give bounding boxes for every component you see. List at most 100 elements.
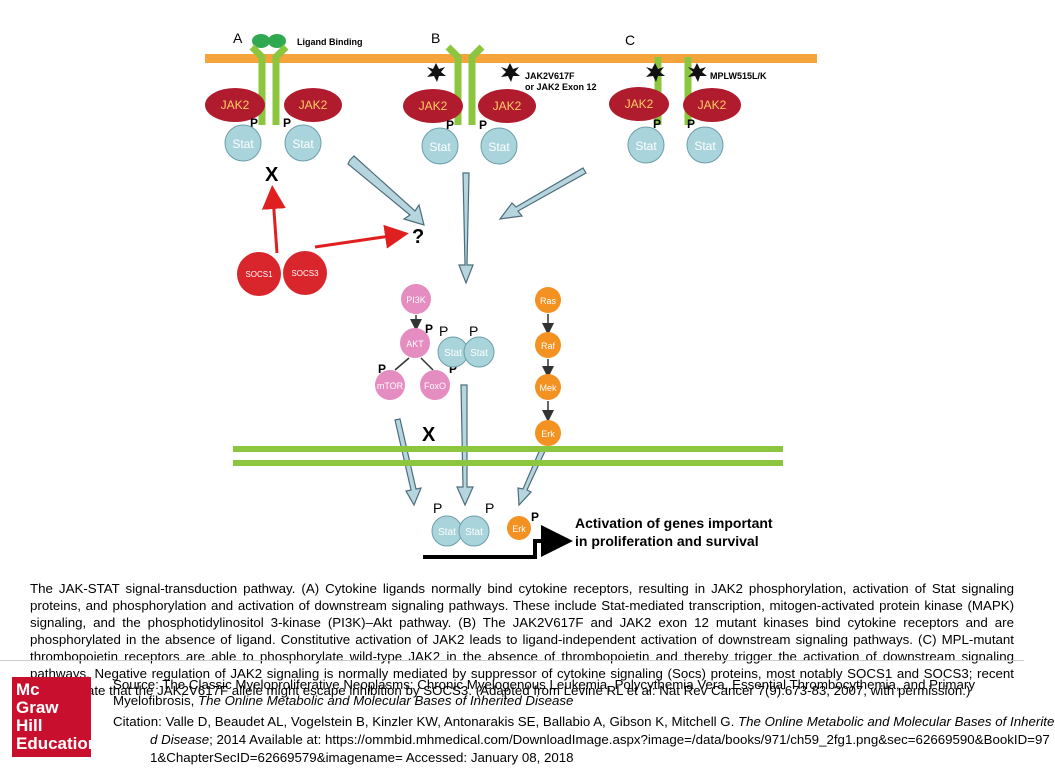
source-book-title: The Online Metabolic and Molecular Bases…	[197, 693, 574, 708]
jak2-label: JAK2	[493, 99, 522, 113]
stat-label: Stat	[444, 348, 462, 359]
inhibition-x: X	[422, 424, 436, 446]
jak2-label: JAK2	[698, 98, 727, 112]
stat-label: Stat	[470, 348, 488, 359]
arrow-icon	[347, 155, 425, 226]
mutation-star-icon	[646, 63, 665, 82]
panel-label-a: A	[233, 30, 243, 46]
receptor-a: Ligand Binding JAK2 JAK2 P P Stat Stat X	[205, 34, 363, 186]
mutation-star-icon	[427, 63, 446, 82]
jak2-label: JAK2	[625, 97, 654, 111]
stat-dimer-cytoplasm: P P Stat Stat	[437, 323, 495, 368]
pi3k-pathway: PI3K P AKT P mTOR P FoxO X	[375, 284, 457, 446]
stat-label: Stat	[429, 140, 451, 154]
diagram-canvas: A B C Ligand Binding JAK2 JAK2 P P Stat …	[205, 30, 817, 559]
arrow-icon	[456, 384, 474, 507]
akt-node	[400, 328, 430, 358]
raf-node	[535, 332, 561, 358]
publisher-logo: Mc Graw Hill Education	[12, 677, 99, 757]
stat-label: Stat	[232, 137, 254, 151]
phospho-label: P	[653, 117, 661, 131]
nucleus-contents: P P Stat Stat Erk P Activation of genes …	[423, 500, 773, 559]
phospho-label: P	[433, 500, 442, 516]
socs1-node	[237, 252, 281, 296]
inhibition-x: X	[265, 164, 279, 186]
erk-node	[507, 516, 531, 540]
socs-inhibit-arrow	[261, 185, 286, 254]
mutation-b-label-2: or JAK2 Exon 12	[525, 82, 597, 92]
jak2-right	[284, 88, 342, 122]
citation-suffix[interactable]: ; 2014 Available at: https://ommbid.mhme…	[150, 732, 1050, 765]
ligand-icon	[268, 34, 286, 48]
phospho-label: P	[485, 500, 494, 516]
jak2-right	[478, 89, 536, 123]
mutation-star-icon	[688, 63, 707, 82]
jak2-right	[683, 88, 741, 122]
mek-label: Mek	[539, 383, 557, 393]
logo-line: Education	[16, 734, 99, 753]
phospho-label: P	[446, 118, 454, 132]
ligand-icon	[252, 34, 270, 48]
socs3-node	[283, 251, 327, 295]
foxo-label: FoxO	[424, 381, 446, 391]
erk-label: Erk	[541, 429, 555, 439]
mek-node	[535, 374, 561, 400]
stat-protein	[627, 126, 665, 164]
mtor-label: mTOR	[377, 381, 404, 391]
pi3k-label: PI3K	[406, 295, 426, 305]
arrow-icon	[517, 446, 547, 507]
stat-protein	[480, 127, 518, 165]
stat-label: Stat	[292, 137, 314, 151]
mapk-pathway: Ras Raf Mek Erk	[535, 287, 561, 446]
stat-label: Stat	[488, 140, 510, 154]
transcription-arrow	[423, 525, 573, 559]
arrow-icon	[458, 172, 474, 285]
jak-stat-diagram: A B C Ligand Binding JAK2 JAK2 P P Stat …	[205, 25, 817, 565]
receptor-b: JAK2V617F or JAK2 Exon 12 JAK2 JAK2 P P …	[403, 44, 597, 165]
nuclear-membrane-bottom	[233, 460, 783, 466]
phospho-label: P	[425, 322, 433, 336]
stat-protein	[421, 127, 459, 165]
stat-protein	[284, 124, 322, 162]
jak2-left	[609, 87, 669, 121]
mtor-node	[375, 370, 405, 400]
phospho-label: P	[449, 362, 457, 376]
phospho-label: P	[469, 323, 478, 339]
mutation-c-label: MPLW515L/K	[710, 71, 767, 81]
panel-label-c: C	[625, 32, 635, 48]
jak2-left	[403, 89, 463, 123]
pathway-arrows	[347, 155, 587, 507]
footer-divider	[0, 660, 1024, 661]
logo-line: Graw	[16, 698, 59, 717]
source-line: Source: The Classic Myeloproliferative N…	[113, 677, 993, 709]
socs3-arrow	[314, 224, 409, 249]
phospho-label: P	[439, 323, 448, 339]
erk-label: Erk	[512, 524, 526, 534]
stat-label: Stat	[694, 139, 716, 153]
question-mark: ?	[412, 226, 424, 248]
stat-label: Stat	[635, 139, 657, 153]
stat-protein	[458, 515, 490, 547]
mutation-b-label-1: JAK2V617F	[525, 71, 575, 81]
phospho-label: P	[687, 117, 695, 131]
panel-label-b: B	[431, 30, 440, 46]
mutation-star-icon	[501, 63, 520, 82]
phospho-label: P	[283, 116, 291, 130]
ras-label: Ras	[540, 296, 557, 306]
activation-label-1: Activation of genes important	[575, 515, 773, 531]
socs3-label: SOCS3	[291, 269, 319, 278]
stat-label: Stat	[438, 527, 456, 538]
stat-label: Stat	[465, 527, 483, 538]
cell-membrane	[205, 54, 817, 63]
jak2-label: JAK2	[299, 98, 328, 112]
phospho-label: P	[531, 510, 539, 524]
phospho-label: P	[479, 118, 487, 132]
receptor-c: MPLW515L/K JAK2 JAK2 P P Stat Stat	[609, 57, 767, 164]
raf-label: Raf	[541, 341, 556, 351]
phospho-label: P	[250, 116, 258, 130]
jak2-label: JAK2	[221, 98, 250, 112]
pi3k-node	[401, 284, 431, 314]
logo-line: Mc	[16, 680, 40, 699]
citation-line: Citation: Valle D, Beaudet AL, Vogelstei…	[113, 713, 1055, 767]
phospho-label: P	[378, 362, 386, 376]
